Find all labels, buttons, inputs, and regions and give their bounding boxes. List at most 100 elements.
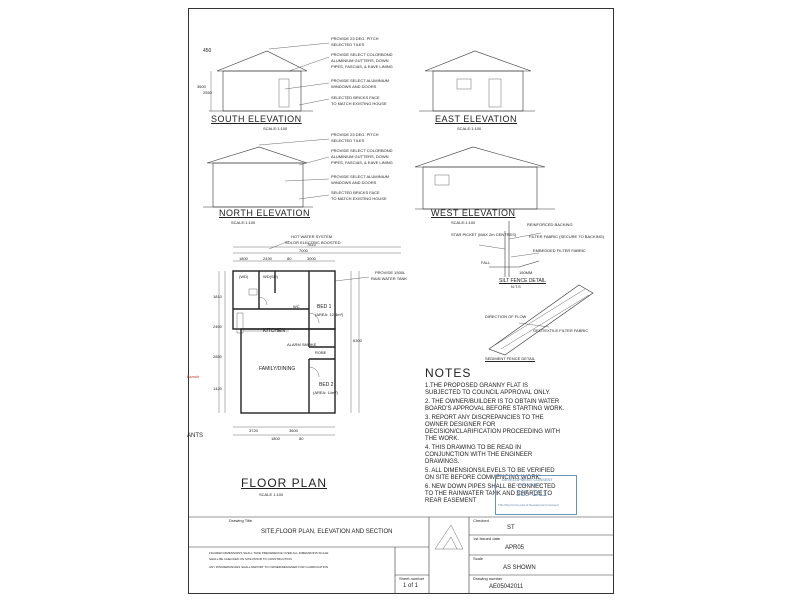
development-consent-stamp: DEVELOPMENT CONSENT CONDITIONS 315-1/11 …	[495, 475, 577, 515]
silt-label-7: DIRECTION OF FLOW	[485, 314, 527, 319]
callout-windows: PROVIDE SELECT ALUMINIUM	[331, 78, 389, 83]
note-4: 4. THIS DRAWING TO BE READ IN CONJUNCTIO…	[425, 445, 533, 465]
sediment-fence-title: SEDIMENT FENCE DETAIL	[485, 356, 536, 361]
dim-top-2: 7000	[299, 248, 308, 253]
callout-colorbond-3-b: PIPES, FASCIAS, & EAVE LINING	[331, 160, 393, 165]
floor-plan-drawing	[218, 240, 401, 436]
dim-left-3: 2850	[213, 354, 222, 359]
room-kitchen: KITCHEN	[263, 328, 285, 334]
scale-label: Scale	[473, 556, 484, 561]
callout-windows-2: WINDOWS AND DOORS	[331, 84, 377, 89]
callout-roof-tiles: SELECTED TILES	[331, 42, 365, 47]
stamp-footer: This Plan forms part of Development Cons…	[498, 503, 559, 507]
note-1: 1.THE PROPOSED GRANNY FLAT IS SUBJECTED …	[425, 383, 551, 396]
room-bed1-area: (AREA: 12.3m²)	[315, 312, 344, 317]
silt-label-1: REINFORCED BACKING	[527, 222, 573, 227]
callout-roof-b: PROVIDE 23 DEG. PITCH	[331, 132, 379, 137]
stamp-number: 315-1/11	[516, 489, 547, 498]
room-wd1: (WD)	[239, 274, 249, 279]
height-dim: 3600	[197, 84, 206, 89]
callout-colorbond-3: PIPES, FASCIAS, & EAVE LINING	[331, 64, 393, 69]
silt-label-5: FALL	[481, 260, 491, 265]
drawing-title-label: Drawing Title	[229, 518, 253, 523]
sediment-fence-drawing	[488, 284, 594, 356]
tank-label-2: RAIN WATER TANK	[371, 276, 408, 281]
scale-value: AS SHOWN	[503, 565, 536, 571]
dim-top-4: 2430	[263, 256, 272, 261]
silt-label-8: GEOTEXTILE FILTER FABRIC	[533, 328, 589, 333]
south-elevation-scale: SCALE:1:100	[263, 126, 288, 131]
drawing-title: SITE,FLOOR PLAN, ELEVATION AND SECTION	[261, 529, 393, 535]
west-elevation-drawing	[414, 146, 555, 210]
east-elevation-drawing	[419, 50, 535, 112]
elevations-drawing	[189, 42, 613, 593]
silt-fence-drawing	[478, 221, 542, 277]
callout-colorbond-2-b: ALUMINIUM GUTTERS, DOWN	[331, 154, 389, 159]
room-wc: WC	[293, 304, 300, 309]
west-elevation-scale: SCALE:1:100	[451, 220, 476, 225]
callout-colorbond-b: PROVIDE SELECT COLORBOND	[331, 148, 393, 153]
notes-list: 1.THE PROPOSED GRANNY FLAT IS SUBJECTED …	[425, 383, 565, 505]
fine-print-2: SHALL BE CHECKED ON SITE PRIOR TO CONSTR…	[209, 557, 292, 561]
south-elevation-drawing	[209, 50, 313, 112]
dim-top-3: 1800	[239, 256, 248, 261]
room-bed2-area: (AREA: 14m²)	[313, 390, 338, 395]
sheet-label: Sheet number	[399, 576, 425, 581]
note-3: 3. REPORT ANY DISCREPANCIES TO THE OWNER…	[425, 415, 560, 442]
height-dim-2: 2550	[203, 90, 212, 95]
callout-bricks: SELECTED BRICKS FACE	[331, 95, 380, 100]
south-elevation-title: SOUTH ELEVATION	[211, 114, 302, 124]
room-alarm: ALARM SMOKE	[287, 342, 317, 347]
dim-left-4: 1420	[213, 386, 222, 391]
east-elevation-title: EAST ELEVATION	[435, 114, 518, 124]
callout-roof-tiles-b: SELECTED TILES	[331, 138, 365, 143]
notes-heading: NOTES	[425, 366, 472, 380]
room-bed1: BED 1	[317, 304, 332, 310]
hws-label-2: SOLOR ELECTRIC BOOSTED	[285, 240, 341, 245]
eave-dim: 450	[203, 48, 212, 54]
floor-plan-scale: SCALE 1:100	[259, 492, 284, 497]
checked-label: Checked	[473, 518, 489, 523]
dim-left-2: 2450	[213, 324, 222, 329]
drawing-number: AE05042011	[489, 584, 524, 590]
drawing-number-label: Drawing number	[473, 576, 503, 581]
room-bed2: BED 2	[319, 382, 334, 388]
hws-label: HOT WATER SYSTEM	[291, 234, 333, 239]
north-elevation-title: NORTH ELEVATION	[219, 208, 311, 218]
silt-label-3: FILTER FABRIC (SECURE TO BACKING)	[529, 234, 605, 239]
silt-fence-scale: N.T.S	[511, 284, 521, 289]
note-6: 6. NEW DOWN PIPES SHALL BE CONNECTED TO …	[425, 484, 556, 504]
stamp-line-1: DEVELOPMENT CONSENT	[502, 477, 553, 482]
issue-value: APR05	[505, 545, 525, 551]
silt-label-6: 150MM	[519, 270, 533, 275]
east-elevation-scale: SCALE:1:100	[457, 126, 482, 131]
issue-label: 1st Issued date	[473, 536, 501, 541]
note-2: 2. THE OWNER/BUILDER IS TO OBTAIN WATER …	[425, 399, 565, 412]
silt-fence-title: SILT FENCE DETAIL	[499, 278, 546, 284]
tank-label: PROVIDE 1500L	[375, 270, 406, 275]
dim-bottom-1: 3720	[249, 428, 258, 433]
silt-label-2: STAR PICKET (MAX 2m CENTRES)	[451, 232, 517, 237]
stamp-line-2: CONDITIONS	[516, 482, 542, 487]
north-elevation-drawing	[203, 146, 313, 208]
title-block-lines	[189, 516, 613, 593]
room-family: FAMILY/DINING	[259, 366, 296, 372]
dim-bottom-2: 3600	[289, 428, 298, 433]
dim-left-1: 1810	[213, 294, 222, 299]
fine-print-3: ANY DISCREPANCIES SHALL REPORT TO OWNER/…	[209, 565, 329, 569]
callout-windows-b: PROVIDE SELECT ALUMINIUM	[331, 174, 389, 179]
callout-windows-2-b: WINDOWS AND DOORS	[331, 180, 377, 185]
dim-bottom-4: 80	[299, 436, 304, 441]
room-robe: ROBE	[315, 350, 327, 355]
callout-bricks-2-b: TO MATCH EXISTING HOUSE	[331, 196, 387, 201]
silt-label-4: EMBEDDED FILTER FABRIC	[533, 248, 586, 253]
callout-bricks-b: SELECTED BRICKS FACE	[331, 190, 380, 195]
note-5: 5. ALL DIMENSIONS/LEVELS TO BE VERIFIED …	[425, 468, 555, 481]
callout-roof: PROVIDE 23 DEG. PITCH	[331, 36, 379, 41]
callout-colorbond: PROVIDE SELECT COLORBOND	[331, 52, 393, 57]
red-annotation: Bsmulr	[187, 374, 200, 379]
north-elevation-scale: SCALE:1:100	[231, 220, 256, 225]
dim-top-total: 7810	[307, 242, 316, 247]
west-elevation-title: WEST ELEVATION	[431, 208, 516, 218]
fine-print-1: FIGURED DIMENSIONS SHALL TAKE PRECEDENCE…	[209, 551, 329, 555]
